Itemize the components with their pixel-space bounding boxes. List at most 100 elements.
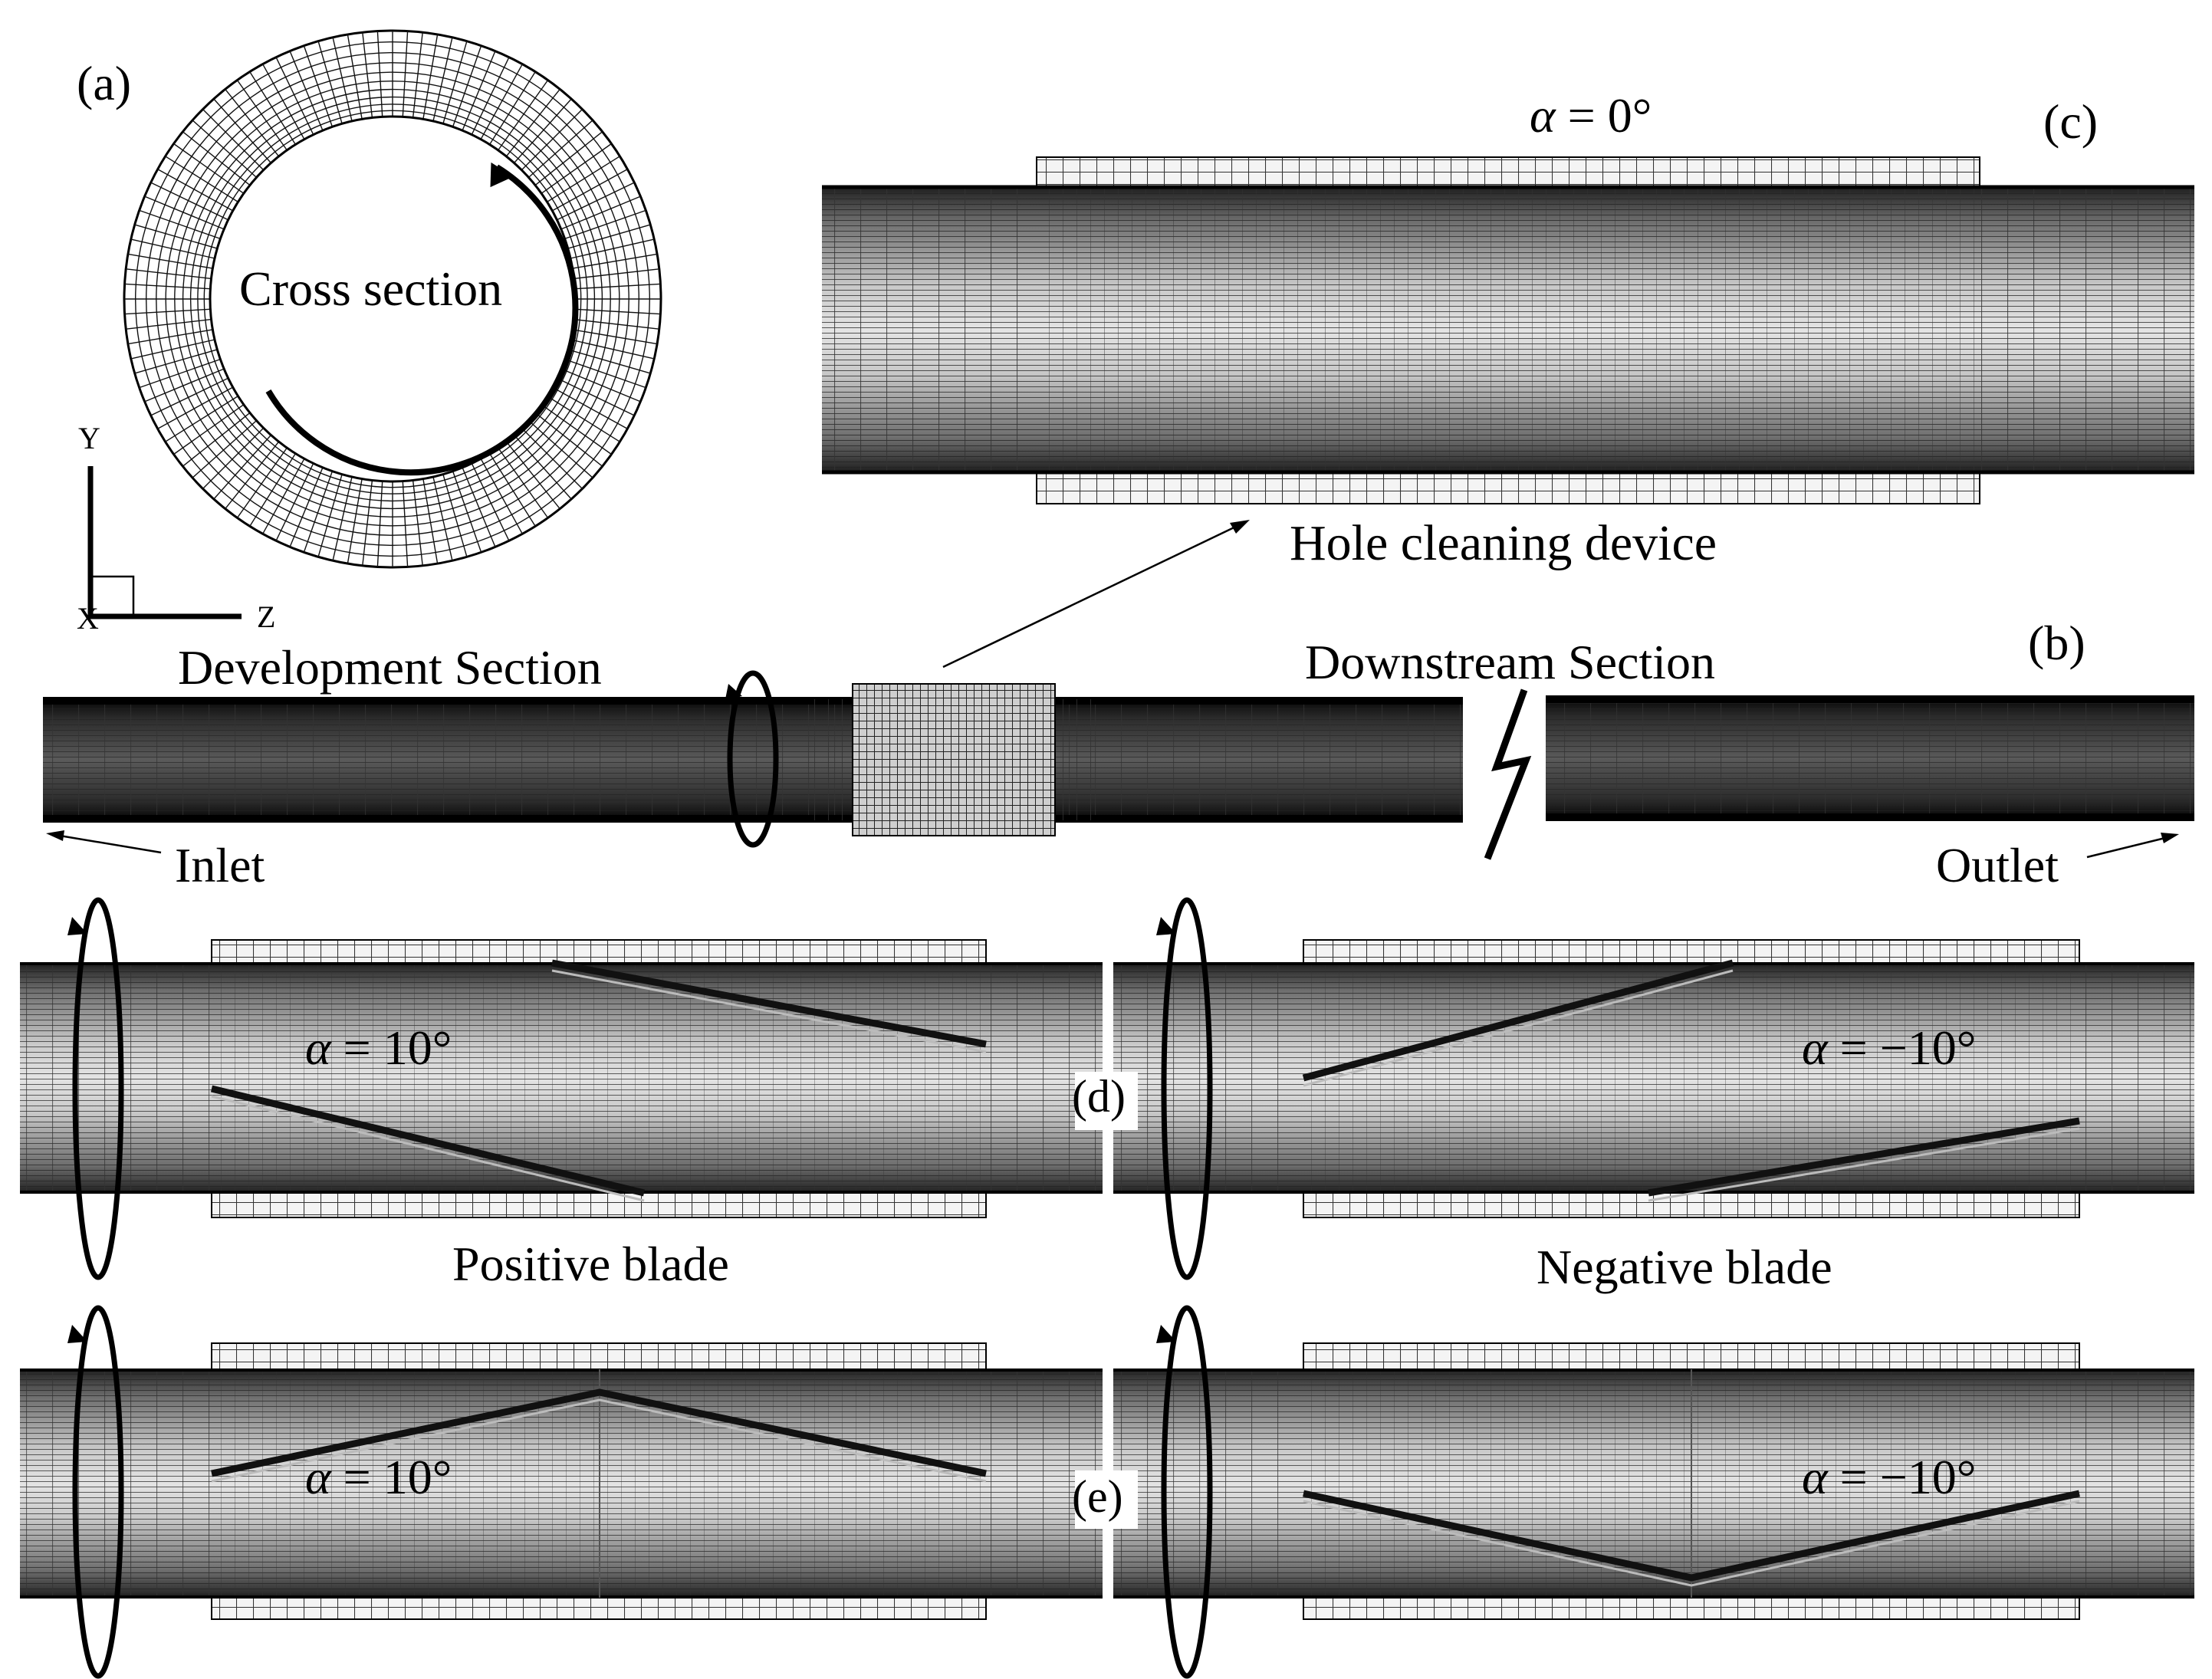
- mesh-radial-line: [547, 156, 620, 202]
- mesh-radial-line: [541, 404, 612, 455]
- arrowhead-icon: [1156, 1325, 1176, 1343]
- mesh-radial-line: [225, 441, 280, 510]
- mesh-radial-line: [127, 253, 213, 269]
- mesh-radial-line: [574, 283, 661, 290]
- arrowhead-icon: [1230, 520, 1250, 534]
- cross-section-mesh: Cross section: [123, 29, 662, 569]
- mesh-radial-line: [144, 196, 225, 230]
- alpha-e-left-label: α = 10°: [305, 1450, 452, 1504]
- mesh-radial-line: [130, 339, 215, 360]
- mesh-radial-line: [289, 467, 324, 547]
- axis-x-label: X: [77, 601, 99, 636]
- mesh-radial-line: [514, 98, 572, 163]
- mesh-radial-line: [182, 412, 251, 467]
- mesh-radial-line: [165, 156, 238, 202]
- mesh-radial-line: [249, 453, 296, 527]
- inlet-arrow: [50, 833, 162, 854]
- coordinate-axes: Y Z X: [77, 421, 275, 636]
- mesh-radial-line: [213, 98, 271, 163]
- mesh-radial-line: [213, 435, 271, 500]
- mesh-radial-line: [126, 318, 212, 330]
- mesh-radial-line: [347, 34, 363, 120]
- mesh-radial-line: [489, 453, 536, 527]
- panel-label-c: (c): [2043, 94, 2098, 149]
- mesh-radial-line: [134, 349, 218, 374]
- mesh-radial-line: [480, 64, 523, 140]
- outlet-arrow: [2086, 834, 2175, 859]
- mesh-radial-line: [534, 412, 603, 467]
- mesh-radial-line: [150, 377, 228, 416]
- panel-label-d: (d): [1072, 1071, 1126, 1122]
- arrowhead-icon: [1156, 917, 1176, 935]
- mesh-radial-line: [528, 120, 593, 178]
- arrowhead-icon: [46, 830, 64, 841]
- mesh-radial-line: [192, 420, 257, 478]
- mesh-radial-line: [139, 358, 221, 389]
- mesh-radial-line: [173, 143, 245, 194]
- rotation-indicator-d-right: [1161, 897, 1213, 1280]
- arrowhead-icon: [67, 917, 87, 935]
- mesh-radial-line: [560, 196, 641, 230]
- mesh-radial-line: [139, 209, 221, 240]
- mesh-radial-line: [498, 447, 549, 518]
- arrowhead-icon: [2161, 833, 2179, 843]
- mesh-radial-line: [157, 169, 234, 212]
- negative-twisted-blade-mesh: α = −10°: [1113, 897, 2194, 1280]
- mesh-radial-line: [489, 71, 536, 145]
- rotation-indicator-d-left: [72, 897, 124, 1280]
- mesh-radial-line: [528, 420, 593, 478]
- mesh-radial-line: [572, 253, 658, 269]
- mesh-radial-line: [126, 268, 212, 280]
- mesh-radial-line: [376, 31, 383, 117]
- positive-twisted-blade-mesh: α = 10°: [20, 897, 1103, 1280]
- mesh-radial-line: [130, 238, 215, 259]
- rotation-indicator-e-right: [1161, 1305, 1213, 1679]
- mesh-radial-line: [480, 458, 523, 534]
- mesh-radial-line: [144, 368, 225, 402]
- arrowhead-icon: [67, 1325, 87, 1343]
- development-section-label: Development Section: [178, 640, 602, 695]
- mesh-radial-line: [157, 386, 234, 429]
- mesh-radial-line: [127, 329, 213, 345]
- rotation-indicator-b: [727, 670, 779, 848]
- mesh-radial-line: [564, 209, 646, 240]
- downstream-section-label: Downstream Section: [1305, 635, 1715, 689]
- alpha-c-label: α = 0°: [1530, 88, 1652, 143]
- mesh-radial-line: [332, 476, 353, 561]
- mesh-radial-line: [236, 80, 288, 151]
- mesh-radial-line: [574, 318, 659, 330]
- mesh-radial-line: [249, 71, 296, 145]
- axis-y-label: Y: [78, 421, 100, 455]
- mesh-radial-line: [165, 396, 238, 442]
- mesh-radial-line: [570, 339, 655, 360]
- mesh-radial-line: [541, 143, 612, 194]
- mesh-radial-line: [452, 45, 482, 127]
- mesh-radial-line: [275, 57, 314, 135]
- positive-blade-label: Positive blade: [452, 1237, 729, 1291]
- mesh-radial-line: [317, 474, 343, 557]
- mesh-radial-line: [124, 283, 211, 290]
- mesh-radial-line: [570, 238, 655, 259]
- mesh-radial-line: [173, 404, 245, 455]
- mesh-radial-line: [534, 131, 603, 186]
- mesh-radial-line: [236, 447, 288, 518]
- alpha-d-right-label: α = −10°: [1802, 1020, 1976, 1075]
- mesh-radial-line: [332, 37, 353, 122]
- mesh-radial-line: [402, 481, 409, 567]
- mesh-radial-line: [505, 441, 560, 510]
- mesh-radial-line: [275, 463, 314, 541]
- mesh-radial-line: [402, 31, 409, 117]
- mesh-radial-line: [564, 358, 646, 389]
- mesh-radial-line: [262, 458, 305, 534]
- outlet-label: Outlet: [1936, 838, 2059, 892]
- mesh-radial-line: [303, 45, 334, 127]
- arrowhead-icon: [725, 684, 742, 699]
- mesh-radial-line: [557, 182, 635, 221]
- mesh-radial-line: [551, 386, 628, 429]
- mesh-radial-line: [362, 480, 373, 566]
- mesh-radial-line: [376, 481, 383, 567]
- mesh-radial-line: [567, 349, 651, 374]
- alpha-d-left-label: α = 10°: [305, 1020, 452, 1075]
- mesh-radial-line: [574, 308, 661, 315]
- break-symbol: [1484, 688, 1532, 860]
